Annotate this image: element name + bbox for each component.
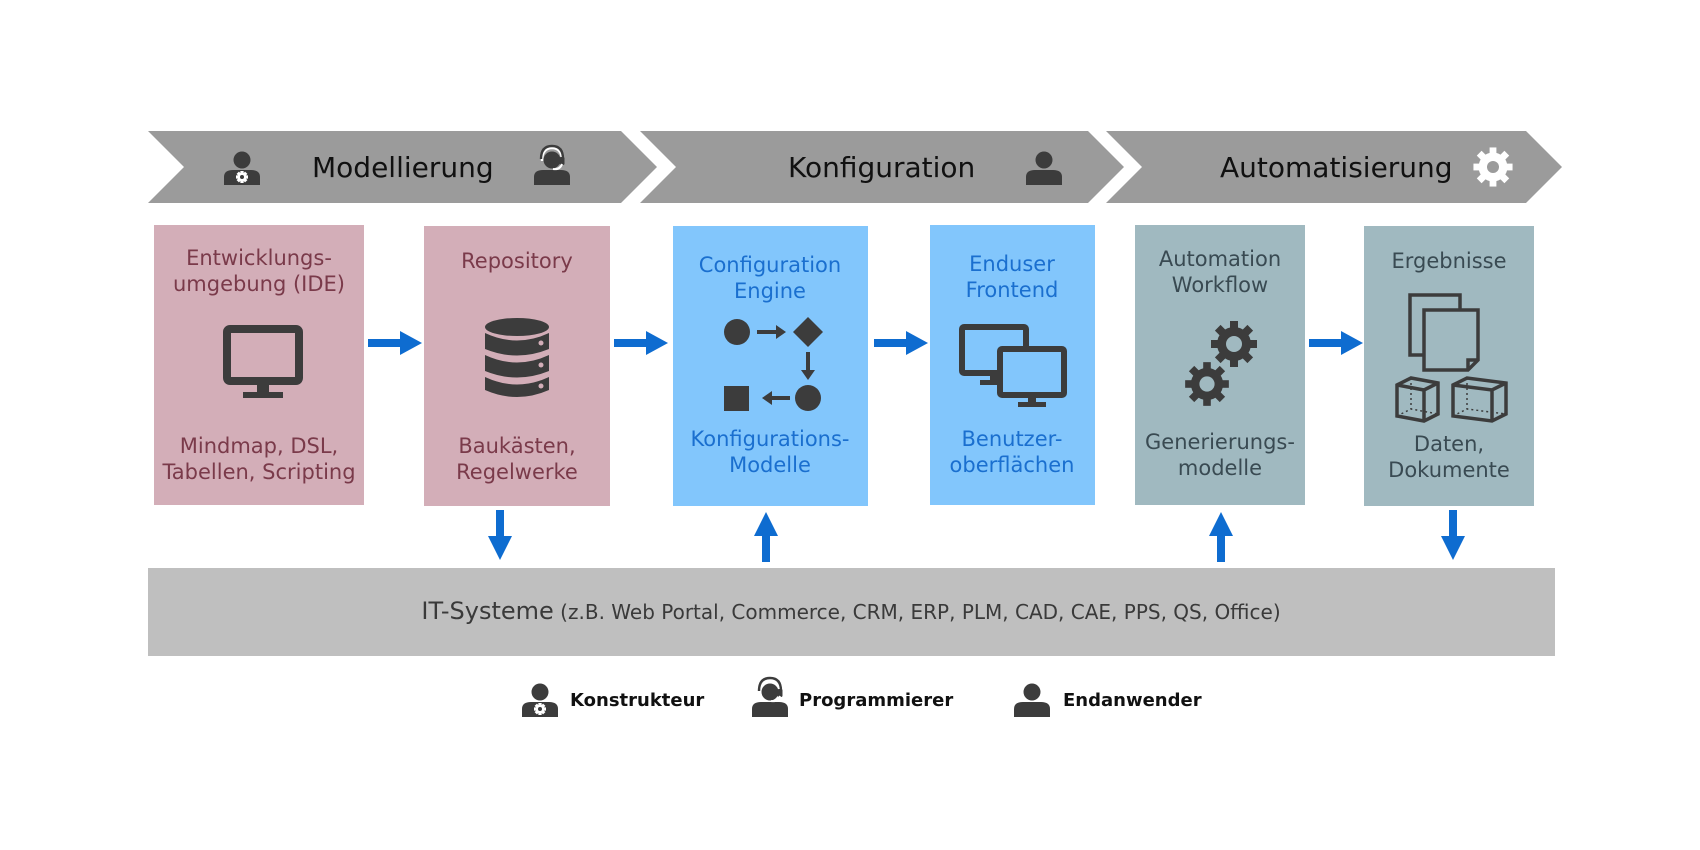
box-automation-caption-1: Generierungs-	[1145, 430, 1295, 454]
arrow-down	[488, 510, 512, 560]
legend-item-programmierer: Programmierer	[752, 678, 953, 717]
flow-arrows	[368, 331, 1465, 562]
phase-label-modellierung: Modellierung	[312, 151, 494, 184]
it-systeme-detail: (z.B. Web Portal, Commerce, CRM, ERP, PL…	[554, 600, 1281, 624]
box-ide-title-1: Entwicklungs-	[186, 246, 332, 270]
box-config-title-1: Configuration	[699, 253, 841, 277]
box-ergebnisse-title: Ergebnisse	[1391, 249, 1506, 273]
arrow-right	[1309, 331, 1363, 355]
arrow-up	[1209, 512, 1233, 562]
box-automation-caption-2: modelle	[1178, 456, 1262, 480]
legend: Konstrukteur Programmierer Endanwender	[522, 678, 1202, 717]
it-systeme-label: IT-Systeme (z.B. Web Portal, Commerce, C…	[421, 597, 1280, 625]
box-repository-caption-1: Baukästen,	[458, 434, 575, 458]
arrow-right	[614, 331, 668, 355]
two-monitors-icon	[959, 324, 1067, 407]
box-ide-title-2: umgebung (IDE)	[173, 272, 345, 296]
it-systeme-bar: IT-Systeme (z.B. Web Portal, Commerce, C…	[148, 568, 1555, 656]
documents-cubes-icon	[1395, 293, 1508, 423]
box-ergebnisse-caption-2: Dokumente	[1388, 458, 1510, 482]
phase-chevron-konfiguration	[640, 131, 1124, 203]
database-icon	[485, 318, 549, 397]
arrow-up	[754, 512, 778, 562]
legend-label-konstrukteur: Konstrukteur	[570, 690, 704, 711]
box-enduser-frontend: Enduser Frontend Benutzer- oberflächen	[930, 225, 1095, 505]
endanwender-icon	[1014, 684, 1050, 718]
box-frontend-title-2: Frontend	[966, 278, 1059, 302]
box-automation-title-1: Automation	[1159, 247, 1281, 271]
box-frontend-caption-1: Benutzer-	[962, 427, 1063, 451]
box-ergebnisse-caption-1: Daten,	[1414, 432, 1484, 456]
box-frontend-title-1: Enduser	[969, 252, 1055, 276]
arrow-right	[368, 331, 422, 355]
box-config-caption-2: Modelle	[729, 453, 811, 477]
box-ide-caption-1: Mindmap, DSL,	[180, 434, 338, 458]
arrow-right	[874, 331, 928, 355]
programmierer-icon	[752, 678, 788, 717]
legend-label-endanwender: Endanwender	[1063, 690, 1202, 711]
legend-label-programmierer: Programmierer	[799, 690, 953, 711]
box-ide: Entwicklungs- umgebung (IDE) Mindmap, DS…	[154, 225, 364, 505]
legend-item-konstrukteur: Konstrukteur	[522, 684, 704, 718]
it-systeme-main: IT-Systeme	[421, 597, 553, 625]
konstrukteur-icon	[522, 684, 558, 718]
box-repository-title: Repository	[461, 249, 573, 273]
flowchart-icon	[724, 317, 823, 411]
box-configuration-engine: Configuration Engine Konfigurations- Mod…	[673, 226, 868, 506]
box-config-title-2: Engine	[734, 279, 806, 303]
phase-chevron-modellierung	[148, 131, 657, 203]
gears-icon	[1185, 321, 1257, 406]
box-repository-caption-2: Regelwerke	[456, 460, 578, 484]
legend-item-endanwender: Endanwender	[1014, 684, 1202, 718]
gear-icon	[1473, 147, 1513, 187]
arrow-down	[1441, 510, 1465, 560]
phase-label-konfiguration: Konfiguration	[788, 151, 975, 184]
box-automation-workflow: Automation Workflow Generierungs- modell…	[1135, 225, 1305, 505]
box-ide-caption-2: Tabellen, Scripting	[161, 460, 355, 484]
phase-chevron-automatisierung	[1106, 131, 1562, 203]
box-repository: Repository Baukästen, Regelwerke	[424, 226, 610, 506]
box-ergebnisse: Ergebnisse Daten, Dokumente	[1364, 226, 1534, 506]
phase-chevrons	[148, 131, 1562, 203]
phase-label-automatisierung: Automatisierung	[1220, 151, 1453, 184]
box-automation-title-2: Workflow	[1172, 273, 1268, 297]
box-frontend-caption-2: oberflächen	[950, 453, 1075, 477]
box-config-caption-1: Konfigurations-	[691, 427, 850, 451]
